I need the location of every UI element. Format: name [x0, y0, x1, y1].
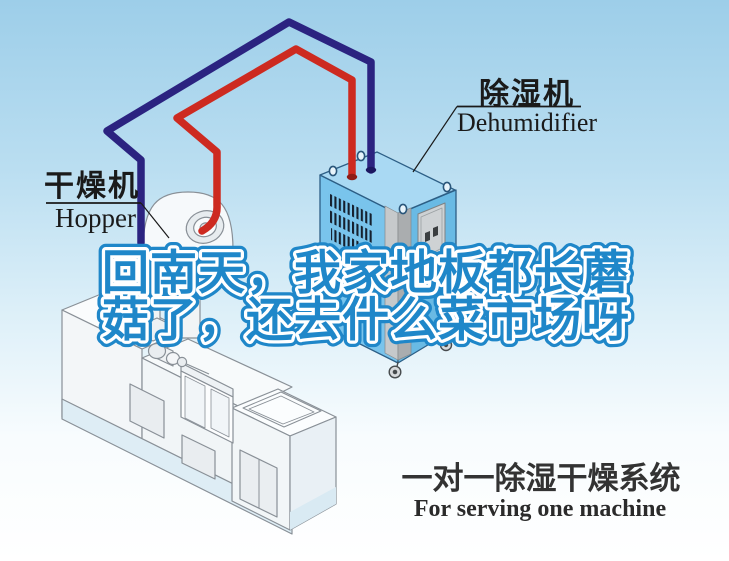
hopper-leader-line	[140, 202, 170, 239]
watermark-line1: 回南天，我家地板都长蘑	[102, 246, 630, 301]
dehumidifier-leader-line	[412, 106, 458, 173]
machine-lid-inner	[248, 395, 315, 425]
watermark-line2: 菇了，还去什么菜市场呀	[102, 293, 630, 348]
vent-grille	[329, 210, 374, 244]
watermark-line1-outline: 回南天，我家地板都长蘑	[102, 246, 630, 301]
panel-button	[433, 226, 438, 237]
machine-nozzle-coupling	[176, 356, 188, 368]
lifting-eyelets	[328, 150, 452, 215]
caster-hub	[392, 369, 398, 375]
panel-button	[425, 231, 430, 242]
machine-nozzle-rod	[186, 363, 210, 375]
machine-guard-window	[210, 388, 230, 438]
machine-window	[181, 434, 216, 480]
vent-grille	[331, 228, 376, 262]
molding-machine	[61, 291, 337, 535]
pipe-collar-blue	[365, 166, 377, 174]
watermark-line2-outline: 菇了，还去什么菜市场呀	[102, 293, 630, 348]
caster-hub	[443, 342, 449, 348]
pipe-collar-red	[346, 173, 358, 181]
machine-guard-window	[184, 375, 206, 429]
watermark-line1-rim: 回南天，我家地板都长蘑	[102, 246, 630, 301]
hopper-label-cn: 干燥机	[44, 169, 140, 204]
dry-air-pipe-red	[173, 45, 356, 235]
watermark-headline: 回南天，我家地板都长蘑 菇了，还去什么菜市场呀 回南天，我家地板都长蘑 菇了，还…	[96, 240, 636, 355]
air-pipes	[103, 18, 377, 247]
lifting-eyelet	[356, 150, 366, 162]
hopper-dryer-unit	[129, 191, 234, 342]
hopper-label-en: Hopper	[55, 203, 136, 233]
lifting-eyelet	[442, 181, 452, 193]
control-panel-inset	[420, 207, 443, 260]
caption: 一对一除湿干燥系统 For serving one machine	[402, 461, 681, 522]
vent-grille	[328, 193, 372, 226]
machine-right-box-band	[290, 487, 336, 530]
lifting-eyelet	[328, 165, 338, 177]
casters	[321, 326, 453, 379]
return-air-pipe-blue	[103, 18, 375, 247]
label-hopper: 干燥机 Hopper	[44, 169, 170, 239]
lifting-eyelet	[398, 203, 408, 215]
caption-title-cn: 一对一除湿干燥系统	[402, 461, 681, 497]
machine-window	[129, 383, 165, 439]
caster-hub	[324, 333, 330, 339]
control-panel	[417, 202, 446, 266]
caption-subtitle-en: For serving one machine	[414, 496, 667, 522]
watermark-line2-rim: 菇了，还去什么菜市场呀	[102, 293, 630, 348]
label-dehumidifier: 除湿机 Dehumidifier	[412, 77, 597, 173]
machine-lid-outer	[242, 391, 322, 428]
dehumidifier-label-en: Dehumidifier	[457, 108, 597, 137]
machine-barrel-end	[147, 342, 167, 360]
